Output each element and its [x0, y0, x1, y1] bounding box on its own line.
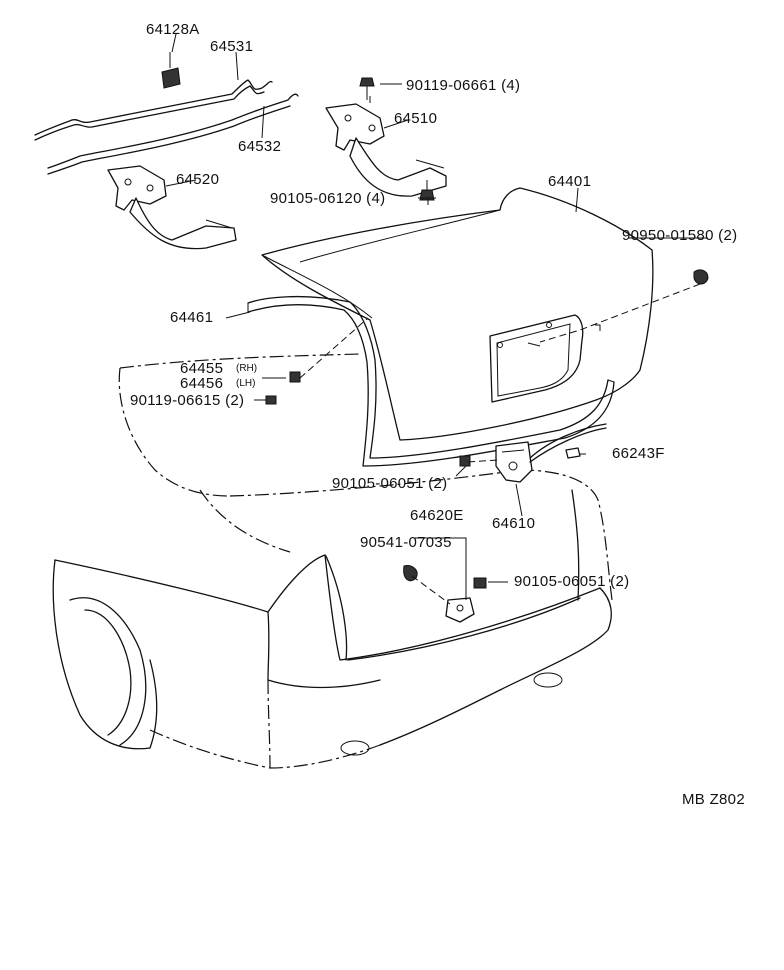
label-90105-06051-a: 90105-06051 (2) [332, 475, 447, 492]
label-64401: 64401 [548, 173, 591, 190]
label-66243F: 66243F [612, 445, 665, 462]
label-64455: 64455 [180, 360, 223, 377]
label-64520: 64520 [176, 171, 219, 188]
label-64510: 64510 [394, 110, 437, 127]
label-90950-01580: 90950-01580 (2) [622, 227, 737, 244]
label-90119-06661: 90119-06661 (4) [406, 77, 520, 94]
label-64610: 64610 [492, 515, 535, 532]
torsion-rods [34, 52, 299, 175]
diagram-code: MB Z802 [682, 791, 745, 808]
label-64455-side: (RH) [236, 363, 257, 374]
label-90105-06051-b: 90105-06051 (2) [514, 573, 629, 590]
label-64128A: 64128A [146, 21, 200, 38]
label-90541-07035: 90541-07035 [360, 534, 452, 551]
lock-assembly [495, 423, 607, 483]
label-64456: 64456 [180, 375, 223, 392]
label-64620E: 64620E [410, 507, 464, 524]
striker-assembly [403, 565, 487, 623]
part-labels: 64128A 64531 64532 90119-06661 (4) 64510… [130, 21, 745, 808]
fasteners [265, 269, 709, 467]
label-64456-side: (LH) [236, 378, 255, 389]
label-90119-06615: 90119-06615 (2) [130, 392, 244, 409]
car-rear-body [52, 353, 613, 769]
label-64532: 64532 [238, 138, 281, 155]
label-90105-06120: 90105-06120 (4) [270, 190, 385, 207]
weatherstrip [247, 295, 615, 467]
trunk-lid [261, 187, 654, 441]
leader-lines [165, 33, 708, 605]
hinge-right [325, 77, 447, 201]
label-64531: 64531 [210, 38, 253, 55]
hinge-left [107, 165, 237, 250]
label-64461: 64461 [170, 309, 213, 326]
